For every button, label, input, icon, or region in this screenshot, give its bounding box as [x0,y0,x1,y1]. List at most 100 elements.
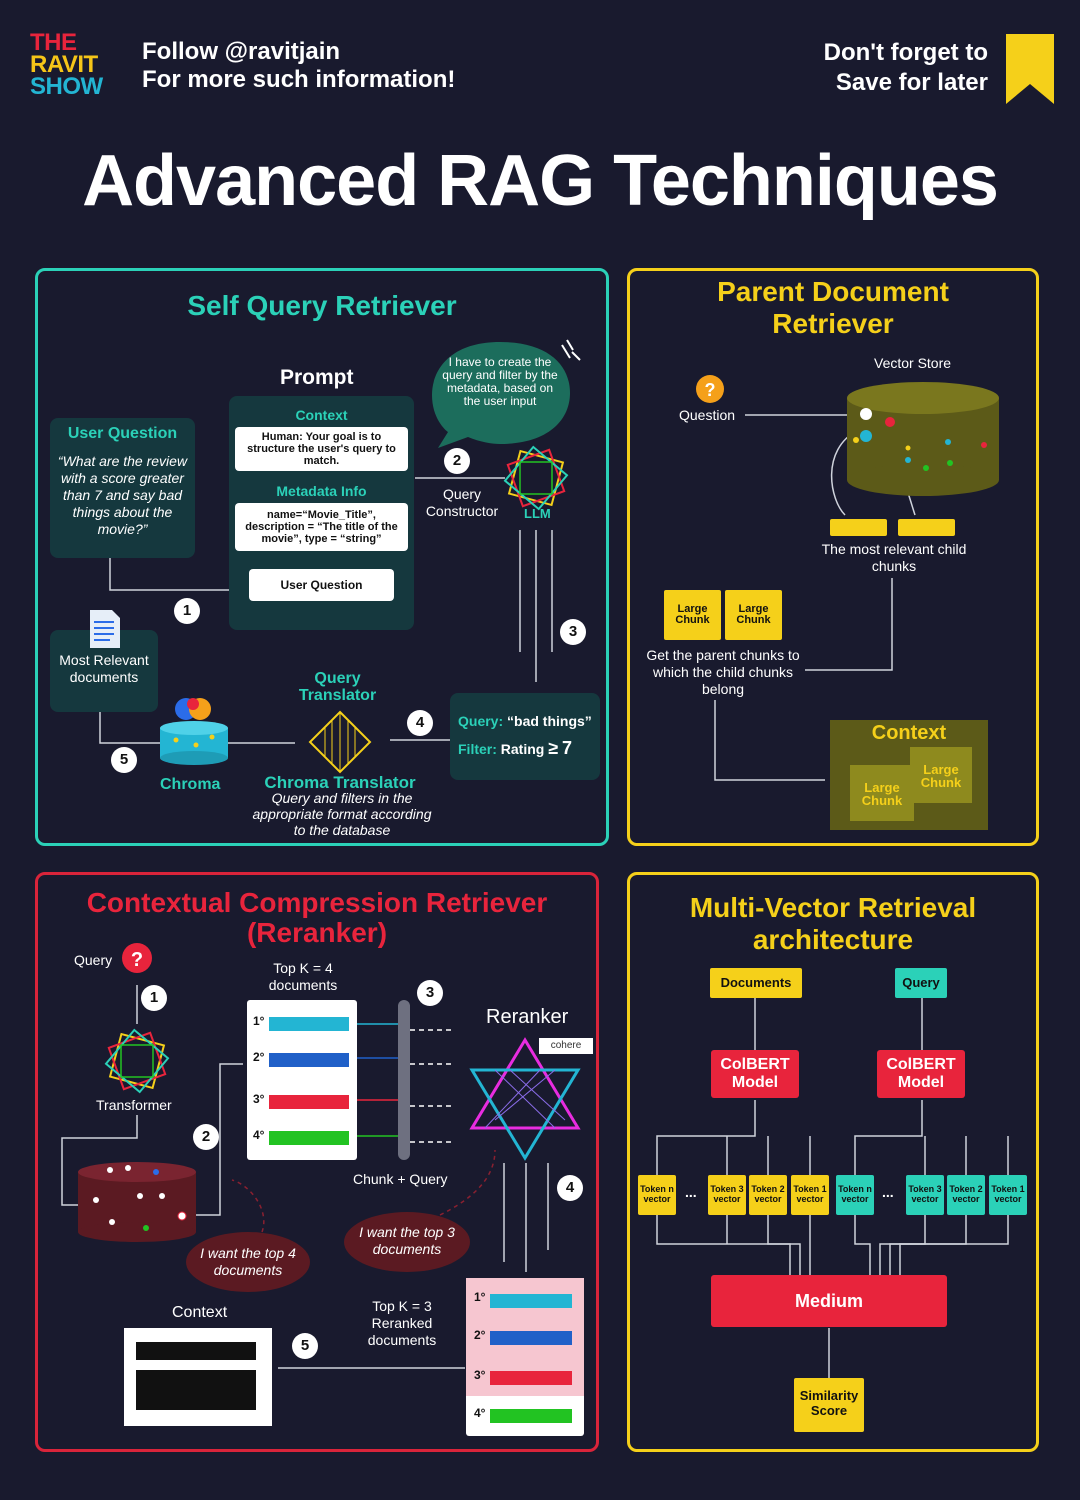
multi-vector-title-line-1: Multi-Vector Retrieval [689,892,977,923]
save-text: Don't forget to Save for later [824,38,988,98]
context-line-1 [136,1342,256,1360]
query-token-n: Token n vector [836,1175,874,1215]
context-large-chunk-2: Large Chunk [850,765,914,821]
topk4-documents: 1° 2° 3° 4° [247,1000,357,1160]
topk4-label: Top K = 4 documents [268,960,338,993]
filter-value: Rating [500,741,545,757]
c-step-5-badge: 5 [292,1333,318,1359]
rerank-4: 4° [474,1406,486,1420]
chroma-translator-label: Chroma Translator [264,773,416,792]
c-step-1-badge: 1 [141,985,167,1011]
bubble-text: I have to create the query and filter by… [442,355,558,408]
query-box: Query [895,968,947,998]
child-chunk-1 [830,519,887,536]
vector-store-label: Vector Store [874,355,952,371]
c-step-3-badge: 3 [417,980,443,1006]
filter-label: Filter: [458,741,497,757]
colbert-model-docs: ColBERT Model [711,1050,799,1098]
rank-4: 4° [253,1128,265,1142]
multi-vector-title: Multi-Vector Retrieval architecture [627,892,1039,956]
child-chunk-2 [898,519,955,536]
compression-panel [35,872,599,1452]
rerank-2: 2° [474,1328,486,1342]
step-4-badge: 4 [407,710,433,736]
question-label: Question [679,407,736,423]
documents-box: Documents [710,968,802,998]
similarity-score-box: Similarity Score [794,1378,864,1432]
query-token-2: Token 2 vector [947,1175,985,1215]
most-relevant-card: Most Relevant documents [50,630,158,712]
query-label: Query: [458,713,504,729]
chunk-query-bar [398,1000,410,1160]
query-token-1: Token 1 vector [989,1175,1027,1215]
want3-note: I want the top 3 documents [344,1212,470,1272]
query-token-ellipsis: ... [882,1184,894,1200]
colbert-model-query: ColBERT Model [877,1050,965,1098]
metadata-text: name=“Movie_Title”, description = “The t… [235,503,408,551]
logo-line-3: SHOW [30,73,103,100]
doc-bar-2 [269,1053,349,1067]
context-line-2 [136,1370,256,1410]
parent-document-panel [627,268,1039,846]
large-chunk-1: Large Chunk [664,590,721,640]
chunk-query-label: Chunk + Query [353,1171,448,1187]
follow-text: Follow @ravitjain For more such informat… [142,38,455,94]
doc-token-n: Token n vector [638,1175,676,1215]
want4-note: I want the top 4 documents [186,1232,310,1292]
context-text: Human: Your goal is to structure the use… [235,427,408,471]
logo-line-1: THE [30,29,77,56]
user-question-title: User Question [67,425,178,442]
query-translator-label: Query Translator [298,670,377,704]
step-3-badge: 3 [560,619,586,645]
doc-bar-4 [269,1131,349,1145]
filter-operator: ≥ [548,738,559,758]
bookmark-icon[interactable] [1006,34,1054,104]
prompt-label: Prompt [280,366,354,389]
self-query-title: Self Query Retriever [187,290,457,321]
query-label: Query [74,952,113,968]
medium-box: Medium [711,1275,947,1327]
rerank-1: 1° [474,1290,486,1304]
context-output-box [124,1328,272,1426]
query-filter-card: Query: “bad things” Filter: Rating ≥ 7 [450,693,600,780]
self-query-panel [35,268,609,846]
rerank-bar-4 [490,1409,572,1423]
rank-1: 1° [253,1014,265,1028]
context-label: Context [172,1304,228,1321]
parent-doc-title-line-2: Retriever [772,308,894,339]
metadata-label: Metadata Info [276,483,367,499]
context-title: Context [871,722,947,744]
prompt-card: Context Human: Your goal is to structure… [229,396,414,630]
rank-3: 3° [253,1092,265,1106]
most-relevant-chunks-label: The most relevant child chunks [821,541,967,574]
context-label: Context [295,407,348,423]
query-constructor-label: Query Constructor [425,486,499,519]
get-parent-label: Get the parent chunks to which the child… [646,647,800,697]
doc-bar-1 [269,1017,349,1031]
topk3-label: Top K = 3 Reranked documents [367,1298,437,1348]
ravit-show-logo: THE RAVIT SHOW [30,29,132,100]
c-step-2-badge: 2 [193,1124,219,1150]
filter-number: 7 [562,738,573,758]
multi-vector-panel [627,872,1039,1452]
chroma-label: Chroma [160,776,221,793]
context-large-chunk-1: Large Chunk [910,747,972,803]
step-2-badge: 2 [444,448,470,474]
large-chunk-2: Large Chunk [725,590,782,640]
rerank-3: 3° [474,1368,486,1382]
cohere-badge: cohere [539,1038,593,1054]
multi-vector-title-line-2: architecture [752,924,914,955]
user-question-card: User Question “What are the review with … [50,418,195,558]
follow-line-1: Follow @ravitjain [142,38,341,65]
logo-line-2: RAVIT [30,51,98,78]
chroma-translator-desc: Query and filters in the appropriate for… [252,790,432,838]
doc-token-ellipsis: ... [685,1184,697,1200]
doc-bar-3 [269,1095,349,1109]
transformer-label: Transformer [96,1097,172,1113]
compression-title-line-1: Contextual Compression Retriever [86,887,548,918]
doc-token-3: Token 3 vector [708,1175,746,1215]
topk3-documents: 1° 2° 3° 4° [466,1278,584,1436]
llm-label: LLM [524,506,551,521]
c-step-4-badge: 4 [557,1175,583,1201]
step-1-badge: 1 [174,598,200,624]
